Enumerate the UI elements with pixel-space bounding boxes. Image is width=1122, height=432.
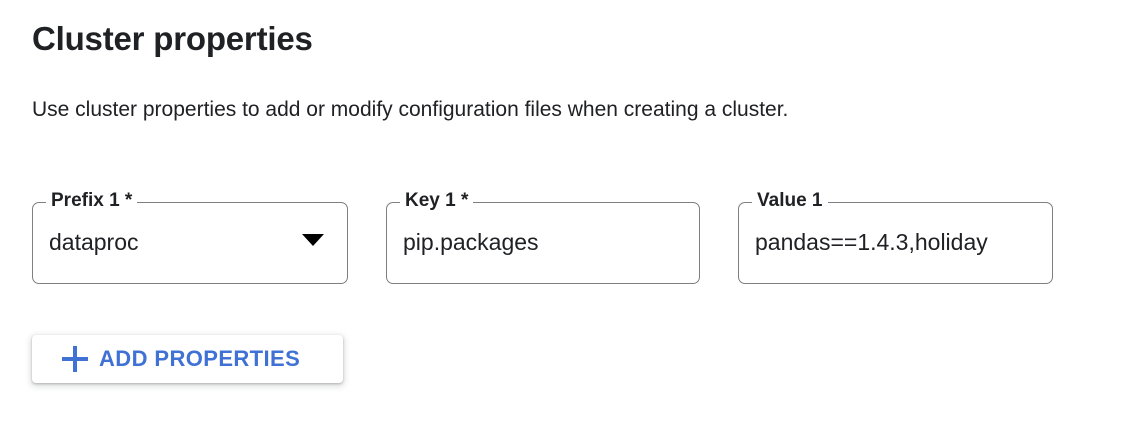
- value-input-field[interactable]: Value 1 pandas==1.4.3,holiday: [738, 189, 1053, 284]
- page-description: Use cluster properties to add or modify …: [32, 98, 789, 121]
- prefix-select-field[interactable]: Prefix 1 * dataproc: [32, 189, 348, 284]
- key-field-value: pip.packages: [403, 229, 539, 255]
- add-properties-button[interactable]: ADD PROPERTIES: [32, 335, 343, 383]
- add-properties-button-label: ADD PROPERTIES: [99, 346, 301, 371]
- prefix-field-value: dataproc: [49, 229, 139, 255]
- page-title: Cluster properties: [32, 20, 313, 57]
- value-field-value: pandas==1.4.3,holiday: [755, 229, 988, 255]
- key-input-field[interactable]: Key 1 * pip.packages: [386, 189, 700, 284]
- plus-icon: [62, 346, 88, 372]
- prefix-field-label: Prefix 1 *: [46, 189, 138, 213]
- properties-row: Prefix 1 * dataproc Key 1 * pip.packages…: [0, 189, 1122, 286]
- value-field-label: Value 1: [752, 189, 828, 213]
- key-field-label: Key 1 *: [400, 189, 474, 213]
- chevron-down-icon[interactable]: [302, 234, 324, 246]
